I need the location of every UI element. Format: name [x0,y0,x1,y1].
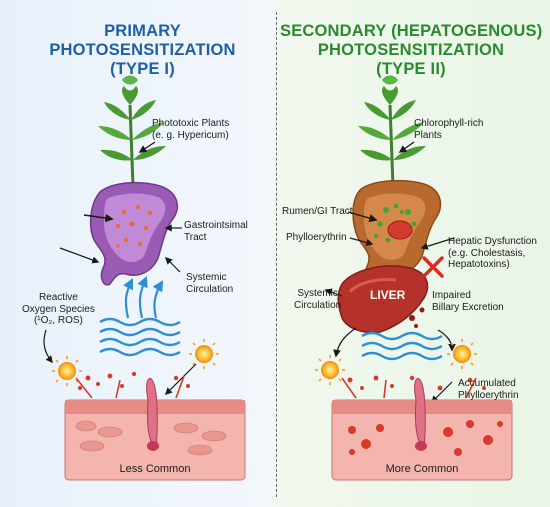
label-line: Phototoxic Plants [152,118,230,129]
label-line: Chlorophyll-rich [414,118,484,129]
right-caption: More Common [385,463,459,475]
rumen-icon [352,179,442,284]
impaired-excretion-label: Impaired Billary Excretion [432,290,504,313]
sun-icon [52,356,82,386]
stomach-icon [89,181,179,286]
chlorophyll-plants-label: Chlorophyll-rich Plants [414,118,483,141]
sun-icon [189,339,219,369]
ros-particles-right [347,375,486,391]
blocked-x-icon [422,256,444,278]
liver-label: LIVER [370,288,406,302]
systemic-circulation-label-right: Systemic Circulation [294,288,341,311]
label-line: Tract [184,231,207,243]
right-title-line-3: (TYPE II) [376,60,446,78]
label-line: Phylloerythrin [458,389,519,401]
chlorophyll-plant-icon [358,75,426,187]
left-caption: Less Common [119,463,191,475]
phototoxic-plants-label: Phototoxic Plants (e. g. Hypericum) [152,118,229,141]
left-title-line-1: PRIMARY [104,22,181,40]
ros-label: Reactive Oxygen Species (¹O₂, ROS) [22,292,95,327]
phototoxic-plant-icon [98,75,166,187]
bile-droplets [409,307,425,328]
circulation-waves-icon [361,331,443,361]
label-line: Gastrointsimal [184,220,248,231]
liver-icon [337,265,429,334]
circulation-waves-icon [99,317,181,357]
sun-icon [315,355,345,385]
right-title-line-2: PHOTOSENSITIZATION [317,41,505,59]
left-panel-title: PRIMARY PHOTOSENSITIZATION (TYPE I) [20,22,265,79]
hepatic-dysfunction-label: Hepatic Dysfunction (e.g. Cholestasis, H… [448,236,537,271]
left-title-line-3: (TYPE I) [110,60,175,78]
gi-tract-label: Gastrointsimal Tract [184,220,248,243]
right-title-line-1: SECONDARY (HEPATOGENOUS) [280,22,543,40]
label-line: Systemic [186,272,227,283]
label-line: (e.g. Cholestasis, [448,247,526,259]
label-line: Accumulated [458,378,516,389]
accumulated-phylloerythrin-label: Accumulated Phylloerythrin [458,378,519,401]
label-line: Hepatotoxins) [448,259,510,270]
label-line: Circulation [294,299,342,311]
label-line: Reactive [38,292,78,303]
label-line: Plants [414,129,442,141]
skin-cross-section-icon [64,378,246,481]
sun-icon [447,339,477,369]
label-line: (¹O₂, ROS) [33,315,83,326]
label-line: (e. g. Hypericum) [152,129,229,141]
label-line: Oxygen Species [22,303,95,315]
label-line: Circulation [186,283,234,295]
rumen-label: Rumen/GI Tract [282,206,353,217]
left-title-line-2: PHOTOSENSITIZATION [49,41,236,59]
right-panel-title: SECONDARY (HEPATOGENOUS) PHOTOSENSITIZAT… [280,22,542,79]
skin-cross-section-icon [331,378,513,481]
systemic-circulation-label-left: Systemic Circulation [186,272,233,295]
label-line: Systemic [297,288,338,299]
panel-divider [276,12,277,497]
label-line: Billary Excretion [432,301,504,313]
label-line: Impaired [432,290,471,301]
label-line: Hepatic Dysfunction [448,236,537,247]
circulation-arrows-left [123,275,164,319]
phylloerythrin-label: Phylloerythrin [286,232,347,243]
